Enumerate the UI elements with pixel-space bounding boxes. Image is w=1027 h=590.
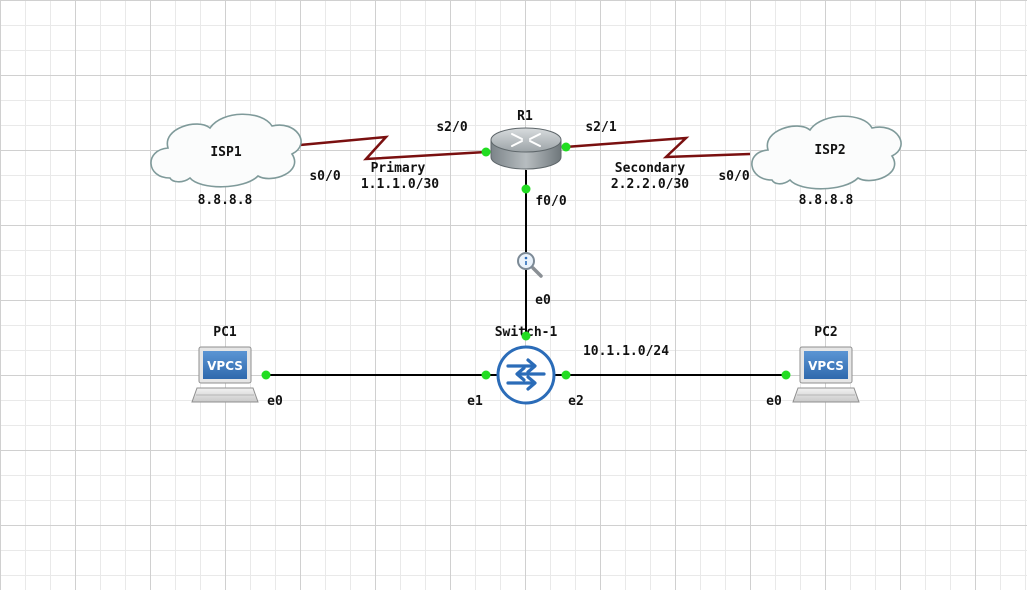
isp1-label: ISP1 [210, 145, 241, 160]
packet-capture-icon[interactable] [517, 252, 543, 278]
router-icon[interactable] [490, 127, 562, 170]
pc1-label: PC1 [213, 325, 237, 340]
primary-link-name: Primary [371, 161, 426, 176]
pc2-badge: VPCS [808, 359, 844, 373]
switch-e2-status-dot [561, 370, 571, 380]
switch-port-e0: e0 [535, 293, 551, 308]
switch-icon[interactable] [496, 345, 556, 405]
r1-port-s2-0: s2/0 [436, 120, 467, 135]
isp1-port-label: s0/0 [309, 169, 340, 184]
isp2-label: ISP2 [814, 143, 845, 158]
r1-s2-1-status-dot [561, 142, 571, 152]
primary-link-subnet: 1.1.1.0/30 [361, 177, 439, 192]
pc1-vpcs-icon[interactable] [191, 346, 259, 403]
isp1-cloud-icon[interactable] [150, 113, 302, 188]
r1-s2-0-status-dot [481, 147, 491, 157]
pc2-port-e0: e0 [766, 394, 782, 409]
isp2-port-label: s0/0 [718, 169, 749, 184]
pc1-port-e0: e0 [267, 394, 283, 409]
primary-serial-link[interactable] [299, 135, 487, 161]
isp2-address: 8.8.8.8 [799, 193, 854, 208]
r1-port-s2-1: s2/1 [585, 120, 616, 135]
pc1-badge: VPCS [207, 359, 243, 373]
switch-port-e1: e1 [467, 394, 483, 409]
secondary-link-subnet: 2.2.2.0/30 [611, 177, 689, 192]
secondary-serial-link[interactable] [564, 136, 751, 159]
pc2-label: PC2 [814, 325, 837, 340]
pc2-vpcs-icon[interactable] [792, 346, 860, 403]
pc1-e0-status-dot [261, 370, 271, 380]
pc2-e0-status-dot [781, 370, 791, 380]
lan-subnet-label: 10.1.1.0/24 [583, 344, 669, 359]
switch-e0-status-dot [521, 331, 531, 341]
switch-e1-status-dot [481, 370, 491, 380]
r1-port-f0-0: f0/0 [535, 194, 566, 209]
r1-f0-0-status-dot [521, 184, 531, 194]
r1-label: R1 [517, 109, 533, 124]
isp1-address: 8.8.8.8 [198, 193, 253, 208]
secondary-link-name: Secondary [615, 161, 686, 176]
switch-port-e2: e2 [568, 394, 584, 409]
isp2-cloud-icon[interactable] [751, 115, 902, 190]
